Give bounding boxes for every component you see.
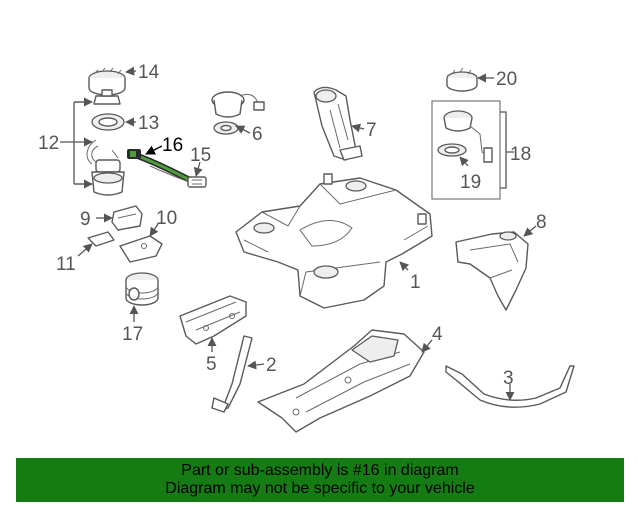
label-4: 4: [432, 324, 443, 345]
part-9-bracket: [111, 205, 143, 231]
part-18-sender-assembly-box: [431, 100, 501, 200]
label-17: 17: [122, 324, 143, 345]
label-9: 9: [80, 209, 91, 230]
part-20-lock-ring: [446, 67, 478, 92]
label-2: 2: [266, 355, 277, 376]
part-2-strap: [211, 335, 253, 413]
part-15-harness-connector: [149, 165, 207, 188]
part-8-expansion-tank: [455, 231, 529, 311]
group-18-bracket: [500, 111, 514, 189]
part-3-tank-strap: [445, 365, 575, 408]
part-5-heat-shield: [179, 295, 247, 345]
part-12-cap: [93, 89, 121, 105]
label-14: 14: [138, 62, 160, 83]
part-17-filter: [125, 272, 159, 306]
part-13-seal-ring: [91, 113, 125, 131]
label-12: 12: [38, 133, 59, 154]
part-1-fuel-tank: [235, 173, 433, 309]
label-5: 5: [206, 354, 217, 375]
label-10: 10: [156, 208, 177, 229]
part-4-lower-heat-shield: [257, 329, 425, 433]
label-20: 20: [496, 69, 517, 90]
label-18: 18: [510, 144, 531, 165]
label-15: 15: [190, 145, 211, 166]
label-7: 7: [366, 120, 377, 141]
label-6: 6: [252, 124, 263, 145]
footer-line-1: Part or sub-assembly is #16 in diagram: [181, 462, 459, 479]
label-13: 13: [138, 113, 159, 134]
label-16: 16: [162, 135, 183, 156]
label-19: 19: [460, 172, 481, 193]
label-8: 8: [536, 212, 547, 233]
part-12-fuel-pump-assembly: [86, 139, 125, 196]
part-6-sender-unit: [211, 91, 265, 135]
label-11: 11: [56, 254, 76, 275]
part-11-pad: [87, 231, 115, 247]
footer-line-2: Diagram may not be specific to your vehi…: [165, 480, 475, 497]
label-3: 3: [503, 368, 514, 389]
footer-banner: Part or sub-assembly is #16 in diagram D…: [16, 458, 624, 502]
label-1: 1: [410, 272, 421, 293]
part-7-filler-neck: [313, 86, 363, 161]
part-10-mounting-plate: [119, 235, 163, 263]
group-12-bracket: [60, 101, 92, 185]
part-16-highlighted-hose: [127, 149, 193, 183]
parts-diagram: 14 13 12 16 15 6 7 20 18 19 8 9 10 11 1 …: [38, 62, 575, 433]
